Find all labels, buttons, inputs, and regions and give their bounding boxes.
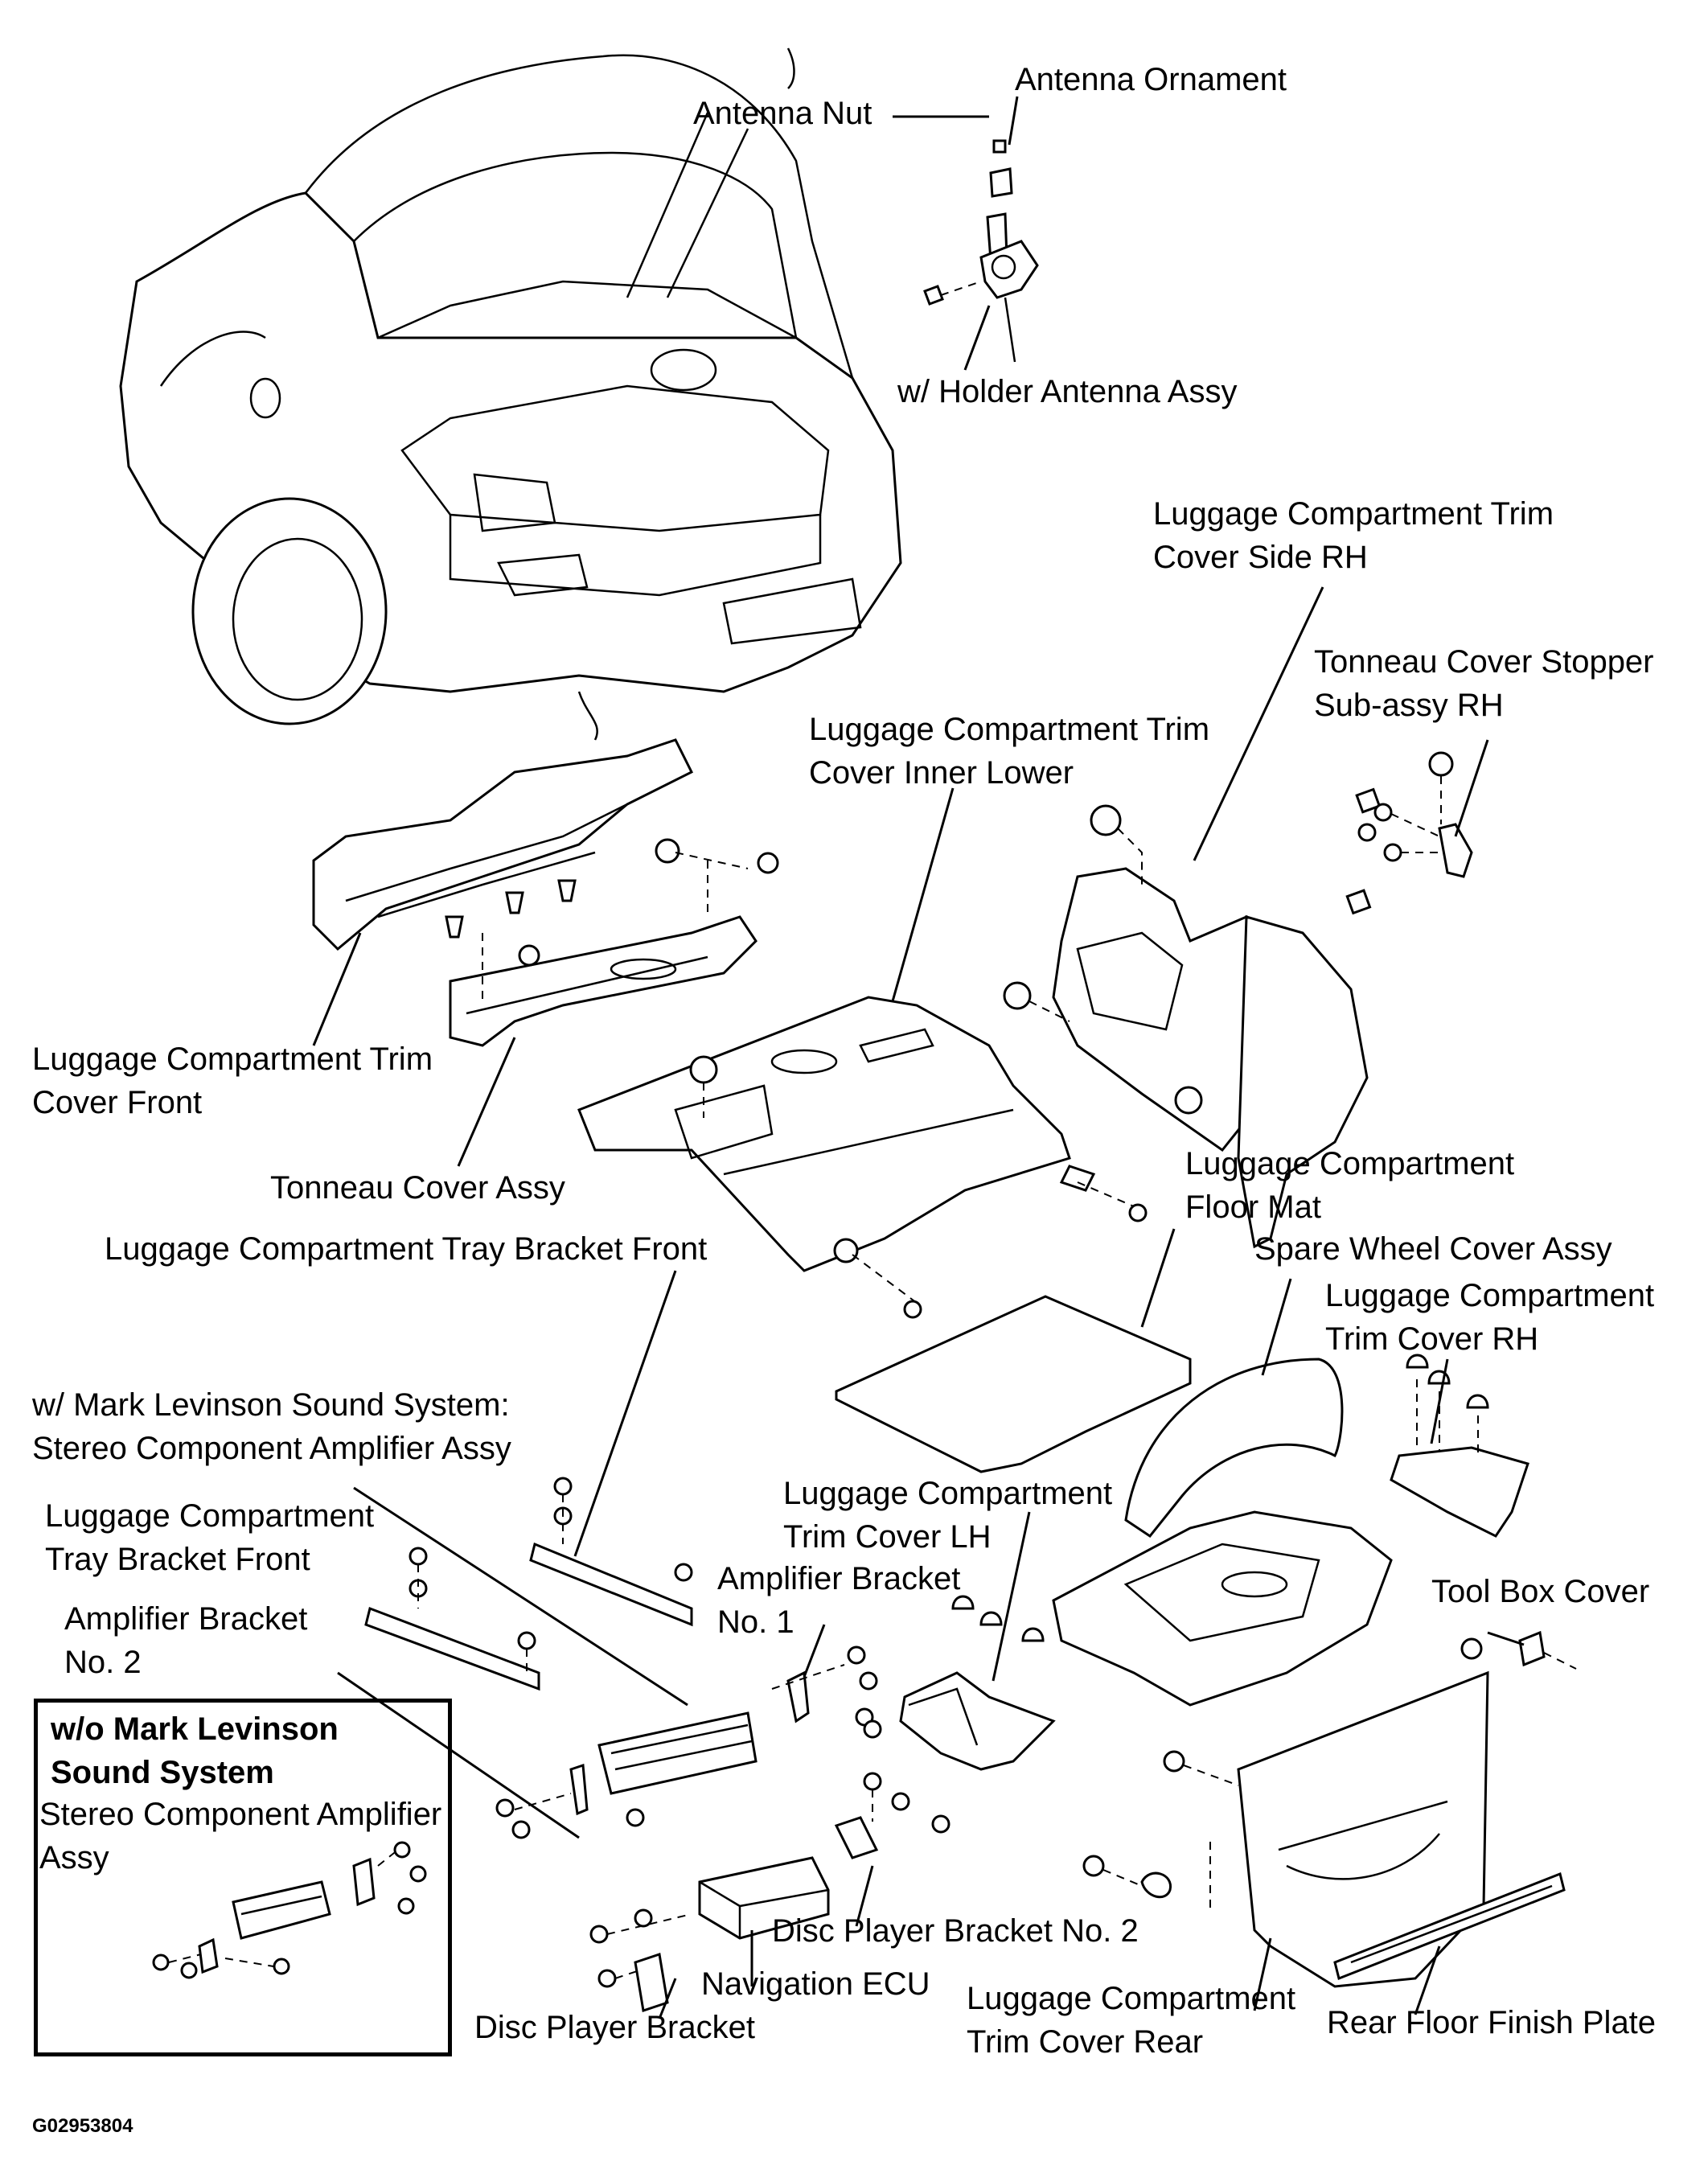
tonneau-cover-drawing [449, 852, 758, 1167]
label-trim-cover-side-rh-2: Cover Side RH [1153, 540, 1368, 575]
spare-wheel-cover-drawing [1124, 1278, 1344, 1539]
luggage-tray-drawing [1052, 1510, 1393, 1707]
rear-floor-finish-plate-drawing [1333, 1871, 1566, 2015]
car-body-drawing [119, 47, 902, 741]
label-trim-cover-front-1: Luggage Compartment Trim [32, 1041, 433, 1077]
inset-without-mark-levinson: w/o Mark Levinson Sound System Stereo Co… [34, 1699, 452, 2056]
inset-title-line-1: w/o Mark Levinson [51, 1711, 339, 1747]
brackets-amplifier-drawing [337, 1270, 882, 1839]
label-tonneau-cover-assy: Tonneau Cover Assy [270, 1170, 565, 1206]
label-trim-cover-rear-1: Luggage Compartment [967, 1981, 1296, 2016]
tonneau-stopper-drawing [1345, 739, 1489, 915]
label-trim-cover-lh-1: Luggage Compartment [783, 1476, 1113, 1511]
label-tray-bracket-front-2: Tray Bracket Front [45, 1542, 310, 1577]
label-mark-levinson-2: Stereo Component Amplifier Assy [32, 1431, 511, 1466]
inset-subtitle-line-2: Assy [39, 1840, 109, 1875]
trim-cover-side-rh-drawing [1003, 586, 1369, 1249]
label-tonneau-stopper-1: Tonneau Cover Stopper [1314, 644, 1654, 680]
label-holder-antenna-assy: w/ Holder Antenna Assy [897, 374, 1238, 409]
label-amp-bracket-2-b: No. 2 [64, 1645, 142, 1680]
label-trim-cover-rh-1: Luggage Compartment [1325, 1278, 1655, 1313]
figure-code: G02953804 [32, 2115, 133, 2137]
label-antenna-ornament: Antenna Ornament [1015, 62, 1287, 97]
label-disc-player-bracket: Disc Player Bracket [474, 2010, 755, 2045]
label-amp-bracket-1-b: No. 1 [717, 1604, 794, 1640]
inset-amplifier-drawing [152, 1841, 427, 1979]
label-amp-bracket-1-a: Amplifier Bracket [717, 1561, 961, 1596]
trim-cover-rh-drawing [1390, 1354, 1529, 1538]
label-trim-inner-lower-2: Cover Inner Lower [809, 755, 1074, 791]
label-trim-cover-lh-2: Trim Cover LH [783, 1519, 992, 1555]
trim-cover-front-drawing [312, 738, 779, 1046]
label-floor-mat-1: Luggage Compartment [1185, 1146, 1515, 1181]
inset-subtitle-line-1: Stereo Component Amplifier [39, 1797, 442, 1832]
inset-title-line-2: Sound System [51, 1755, 274, 1790]
label-disc-player-bracket-2: Disc Player Bracket No. 2 [772, 1913, 1139, 1949]
inset-subtitle: Stereo Component Amplifier Assy [39, 1793, 441, 1880]
navigation-ecu-drawing [589, 1772, 950, 2019]
trim-cover-rear-drawing [1082, 1630, 1577, 2011]
label-tool-box-cover: Tool Box Cover [1431, 1574, 1650, 1609]
label-navigation-ecu: Navigation ECU [701, 1966, 930, 2002]
label-trim-cover-rh-2: Trim Cover RH [1325, 1321, 1539, 1357]
label-trim-cover-side-rh-1: Luggage Compartment Trim [1153, 496, 1554, 532]
trim-cover-inner-lower-drawing [577, 787, 1148, 1319]
label-trim-inner-lower-1: Luggage Compartment Trim [809, 712, 1210, 747]
trim-cover-lh-drawing [899, 1511, 1056, 1771]
label-tonneau-stopper-2: Sub-assy RH [1314, 688, 1504, 723]
label-antenna-nut: Antenna Nut [693, 96, 872, 131]
floor-mat-drawing [835, 1228, 1192, 1473]
label-trim-cover-front-2: Cover Front [32, 1085, 203, 1120]
inset-title: w/o Mark Levinson Sound System [51, 1707, 339, 1794]
label-rear-floor-finish-plate: Rear Floor Finish Plate [1327, 2005, 1657, 2040]
label-floor-mat-2: Floor Mat [1185, 1189, 1321, 1225]
antenna-parts-drawing [893, 96, 1039, 371]
label-spare-wheel-cover: Spare Wheel Cover Assy [1254, 1231, 1612, 1267]
label-mark-levinson-1: w/ Mark Levinson Sound System: [32, 1387, 510, 1423]
label-amp-bracket-2-a: Amplifier Bracket [64, 1601, 308, 1637]
label-tray-bracket-front-top: Luggage Compartment Tray Bracket Front [105, 1231, 708, 1267]
label-trim-cover-rear-2: Trim Cover Rear [967, 2024, 1204, 2060]
label-tray-bracket-front-1: Luggage Compartment [45, 1498, 375, 1534]
